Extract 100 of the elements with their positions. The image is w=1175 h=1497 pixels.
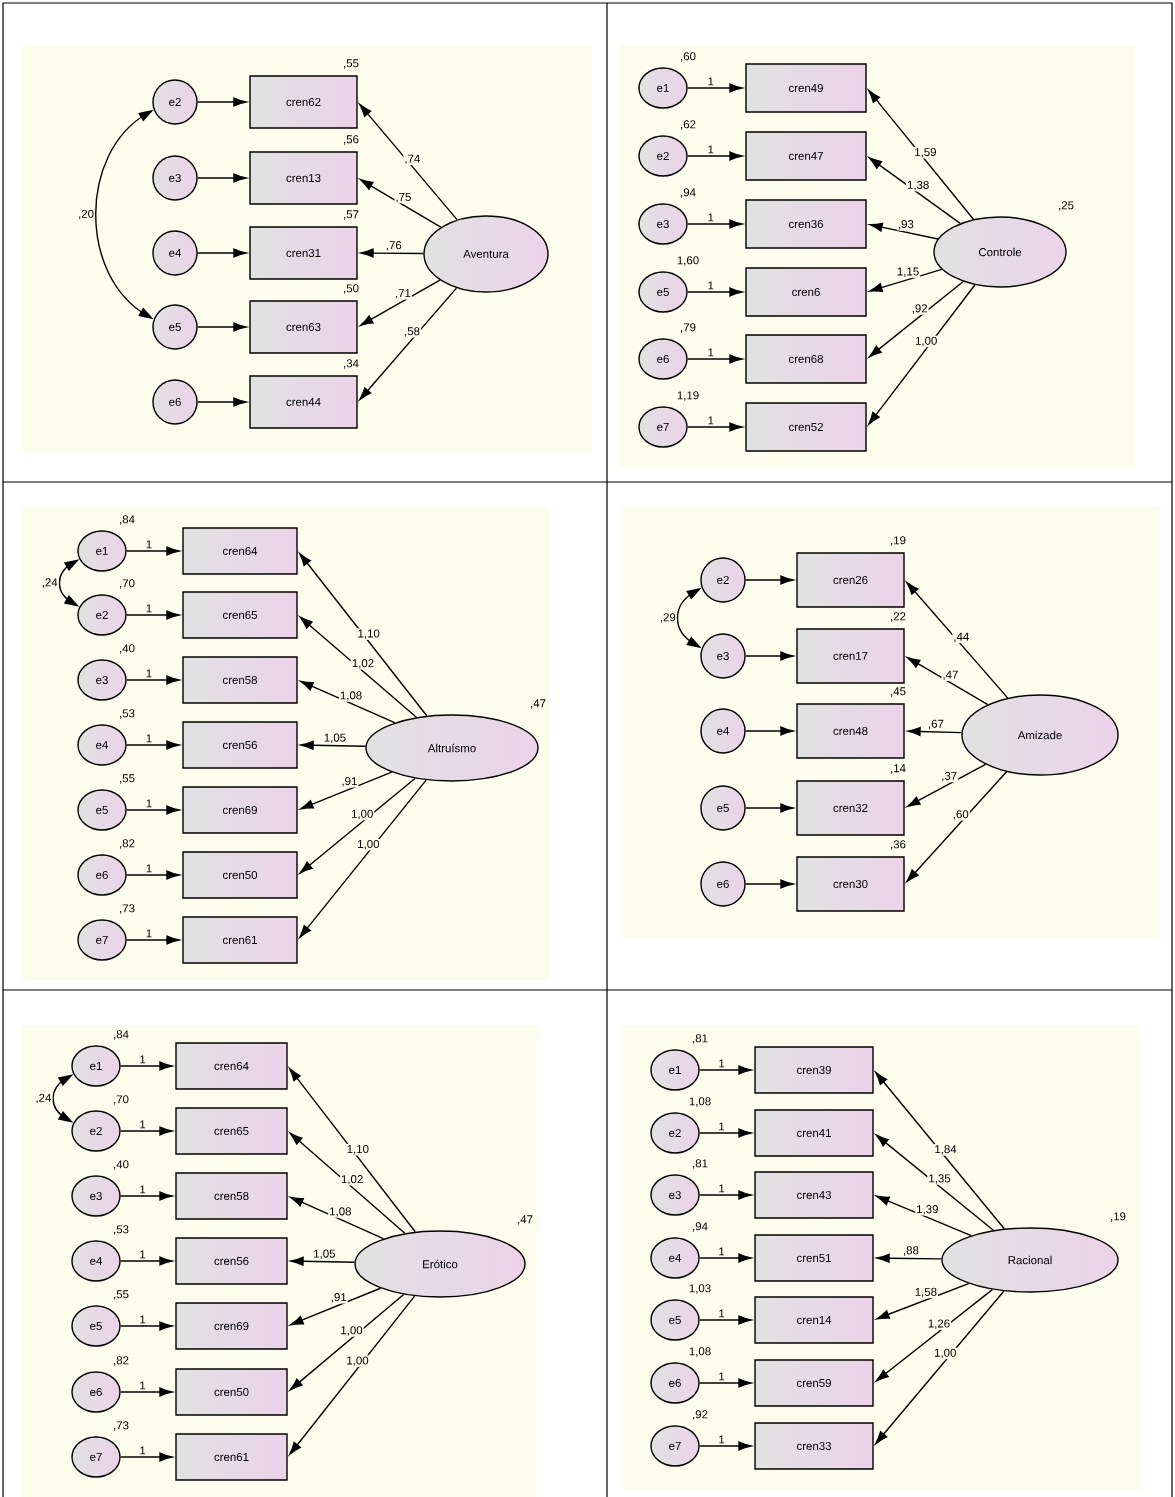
edge-label: 1	[717, 1121, 726, 1132]
variance-label: ,73	[112, 1420, 130, 1432]
variable-box: cren58	[182, 656, 298, 704]
edge-label: 1	[706, 212, 715, 223]
variance-label: ,81	[691, 1033, 709, 1045]
arrow	[907, 726, 963, 737]
arrow	[359, 179, 442, 228]
edge-label: 1	[717, 1058, 726, 1069]
arrow	[687, 83, 743, 93]
arrow	[126, 935, 180, 945]
variable-box: cren49	[745, 63, 867, 113]
variance-label: ,22	[889, 611, 907, 623]
arrow	[875, 1071, 1005, 1230]
arrow	[699, 1378, 752, 1388]
variable-box: cren48	[796, 703, 905, 759]
arrow	[120, 1452, 173, 1462]
edge-label: 1	[706, 280, 715, 291]
arrow	[289, 1293, 405, 1391]
arrow	[299, 553, 428, 717]
variable-box: cren6	[745, 267, 867, 317]
edge-label: ,29	[658, 612, 677, 624]
variance-label: ,50	[342, 283, 360, 295]
arrow	[197, 248, 247, 258]
arrow	[197, 397, 247, 407]
arrow	[906, 771, 1008, 883]
variable-box: cren14	[754, 1296, 874, 1344]
variance-label: ,94	[691, 1221, 709, 1233]
variable-box: cren50	[182, 851, 298, 899]
arrow	[126, 546, 180, 556]
variable-box: cren50	[175, 1368, 288, 1416]
arrow	[300, 740, 367, 750]
edge-label: 1	[138, 1380, 147, 1391]
arrow	[868, 281, 964, 358]
variable-box: cren33	[754, 1422, 874, 1470]
arrow	[120, 1387, 173, 1397]
arrow	[906, 657, 989, 706]
arrow	[360, 248, 424, 258]
arrow	[126, 610, 180, 620]
edge-label: 1,08	[328, 1206, 353, 1218]
variable-box: cren26	[796, 552, 905, 608]
arrow	[197, 97, 247, 107]
covariance-arrow	[58, 559, 80, 607]
edge-label: 1	[717, 1434, 726, 1445]
variable-box: cren64	[175, 1042, 288, 1090]
variable-box: cren69	[182, 786, 298, 834]
variable-box: cren51	[754, 1234, 874, 1282]
variable-box: cren52	[745, 402, 867, 452]
edge-label: 1	[144, 928, 154, 939]
arrow	[875, 1288, 994, 1382]
edge-label: 1	[138, 1119, 147, 1130]
variance-label: ,62	[679, 119, 697, 131]
covariance-arrow	[676, 587, 702, 649]
variance-label: ,81	[691, 1158, 709, 1170]
variable-box: cren36	[745, 199, 867, 249]
arrow	[699, 1253, 752, 1263]
arrow	[126, 870, 180, 880]
edge-label: 1	[138, 1445, 147, 1456]
edge-label: 1,02	[350, 658, 376, 670]
edge-label: 1,15	[895, 266, 921, 278]
edge-label: 1	[144, 798, 154, 809]
variance-label: ,40	[112, 1159, 130, 1171]
variable-box: cren56	[175, 1237, 288, 1285]
arrow	[699, 1441, 752, 1451]
variable-box: cren39	[754, 1046, 874, 1094]
arrow	[126, 805, 180, 815]
edge-label: 1,39	[915, 1204, 940, 1216]
variance-label: ,94	[679, 187, 697, 199]
variable-box: cren58	[175, 1172, 288, 1220]
arrow	[290, 1287, 382, 1326]
arrow	[300, 680, 396, 724]
arrow	[745, 879, 794, 889]
edge-label: 1	[706, 415, 715, 426]
arrow	[126, 740, 180, 750]
variance-label: ,47	[529, 698, 547, 710]
variance-label: ,92	[691, 1409, 709, 1421]
arrow	[687, 287, 743, 297]
arrow	[699, 1065, 752, 1075]
arrow	[197, 322, 247, 332]
arrow	[869, 268, 943, 292]
variable-box: cren65	[175, 1107, 288, 1155]
variance-label: ,55	[112, 1289, 130, 1301]
variable-box: cren65	[182, 591, 298, 639]
edge-label: 1,00	[345, 1355, 370, 1367]
variable-box: cren64	[182, 527, 298, 575]
variance-label: ,19	[889, 535, 907, 547]
arrow	[289, 1132, 406, 1234]
edge-label: 1	[717, 1183, 726, 1194]
edge-label: ,24	[40, 577, 59, 589]
variance-label: ,56	[342, 134, 360, 146]
edge-label: 1	[706, 144, 715, 155]
arrow	[699, 1190, 752, 1200]
variable-box: cren61	[175, 1433, 288, 1481]
edge-label: 1,00	[339, 1325, 364, 1337]
edge-label: 1	[144, 668, 154, 679]
variable-box: cren68	[745, 334, 867, 384]
variance-label: ,79	[679, 322, 697, 334]
variable-box: cren43	[754, 1171, 874, 1219]
arrow	[876, 1282, 970, 1320]
variance-label: ,25	[1057, 200, 1075, 212]
edge-label: ,93	[896, 219, 915, 231]
